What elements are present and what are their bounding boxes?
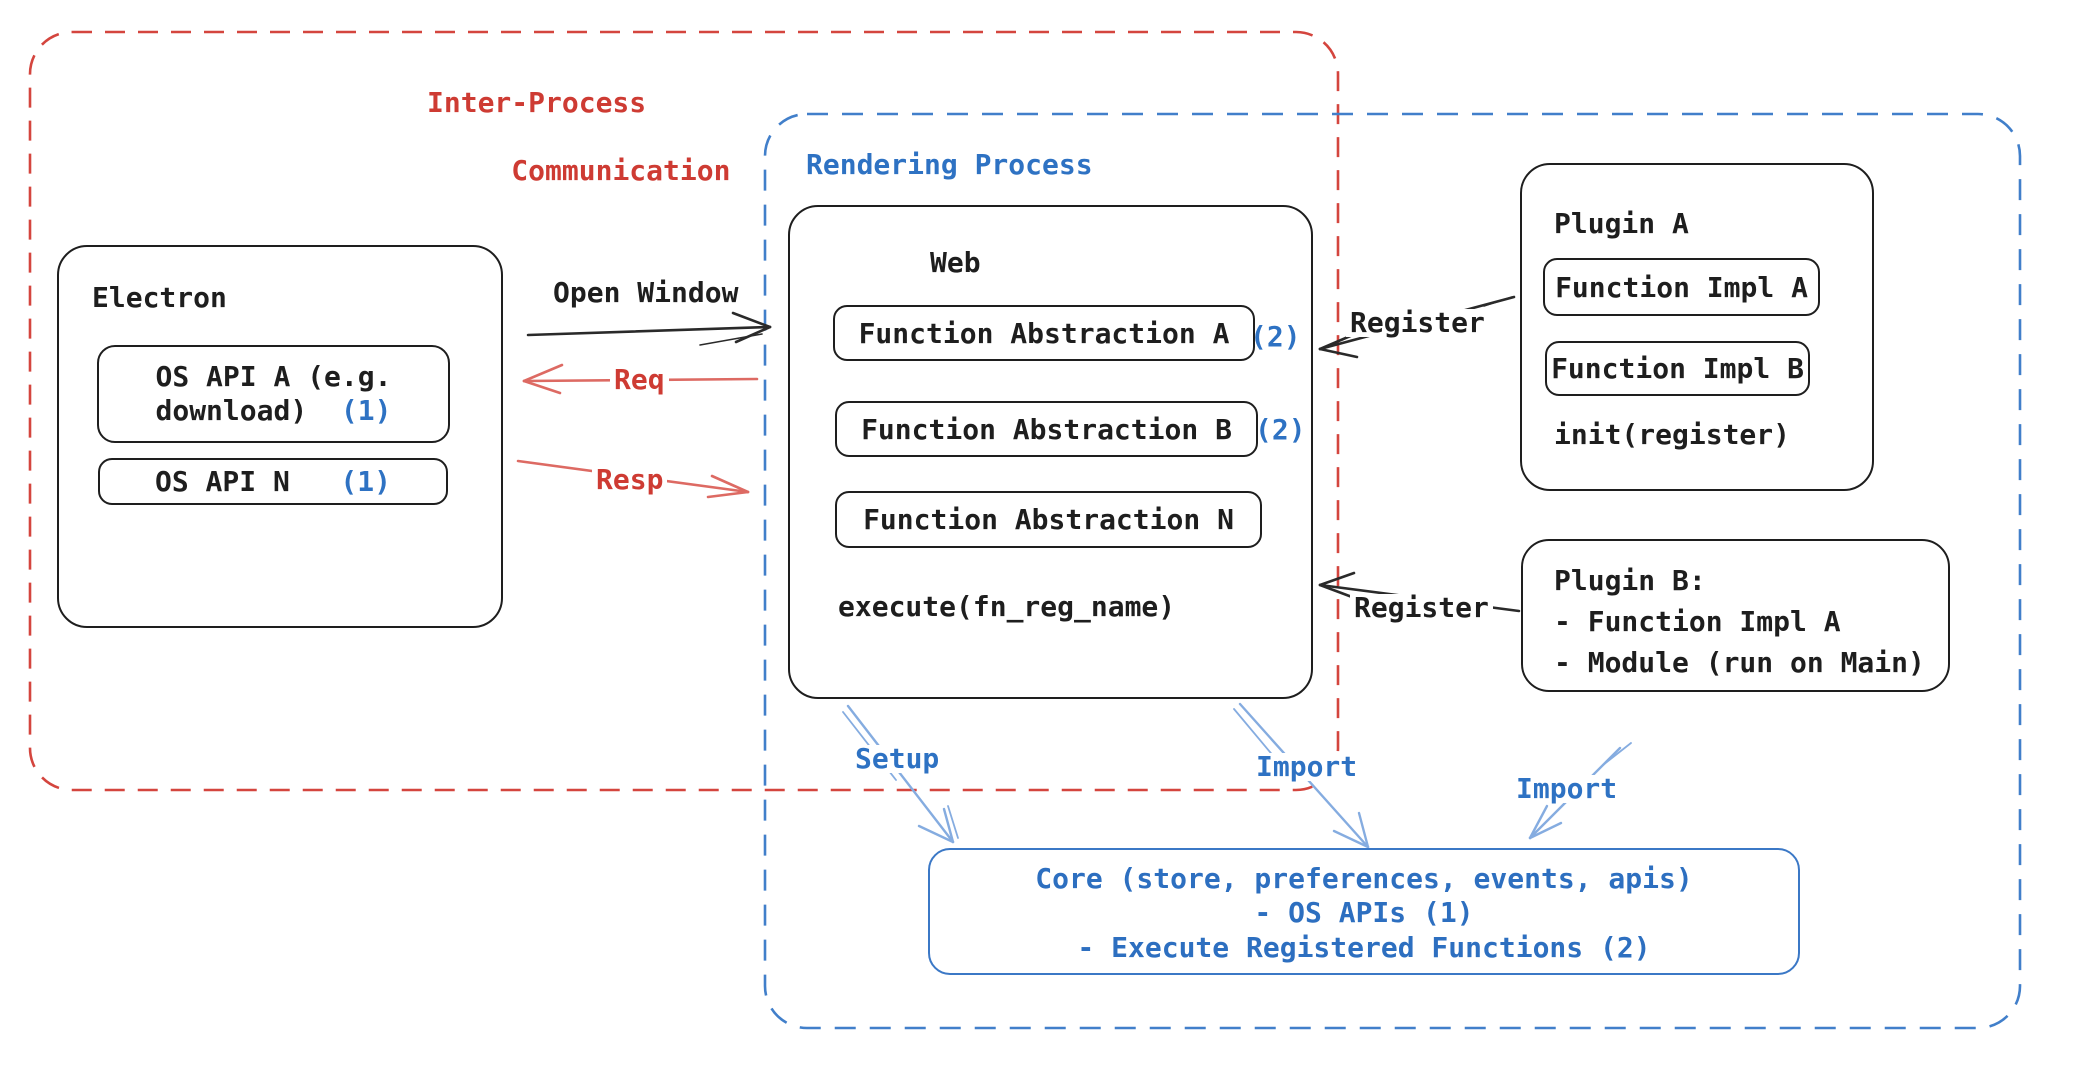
function-impl-a-label: Function Impl A [1555, 270, 1808, 304]
import-web-label: Import [1252, 753, 1362, 781]
register-plugin-a-label: Register [1346, 309, 1489, 337]
function-impl-b-box: Function Impl B [1545, 341, 1810, 396]
plugin-b-item2: - Module (run on Main) [1554, 646, 1925, 679]
core-box: Core (store, preferences, events, apis) … [928, 848, 1800, 975]
function-abstraction-a-box: Function Abstraction A [833, 305, 1255, 361]
setup-label: Setup [851, 745, 944, 773]
os-api-a-badge: (1) [340, 394, 392, 427]
function-abstraction-n-box: Function Abstraction N [835, 491, 1262, 548]
spacer [290, 465, 341, 498]
req-label: Req [610, 366, 669, 394]
function-abstraction-b-badge: (2) [1255, 413, 1306, 446]
os-api-n-box: OS API N (1) [98, 458, 448, 505]
register-plugin-b-label: Register [1350, 594, 1493, 622]
core-line1: Core (store, preferences, events, apis) [1035, 861, 1693, 895]
plugin-b-item1: - Function Impl A [1554, 605, 1841, 638]
function-impl-b-label: Function Impl B [1551, 352, 1804, 385]
function-abstraction-b-label: Function Abstraction B [861, 412, 1232, 446]
resp-label: Resp [592, 466, 668, 494]
electron-title: Electron [92, 281, 227, 314]
os-api-a-line1: OS API A (e.g. [155, 360, 392, 393]
core-line3: - Execute Registered Functions (2) [1077, 930, 1651, 964]
plugin-a-box [1520, 163, 1874, 491]
rendering-region-outline [763, 112, 2022, 1030]
function-abstraction-a-label: Function Abstraction A [858, 316, 1230, 350]
os-api-n-label: OS API N [154, 465, 290, 498]
os-api-n-badge: (1) [340, 465, 391, 498]
os-api-a-box: OS API A (e.g. download) (1) [97, 345, 450, 443]
plugin-b-box [1521, 539, 1950, 692]
execute-label: execute(fn_reg_name) [838, 590, 1176, 623]
plugin-a-title: Plugin A [1554, 207, 1689, 240]
os-api-a-line2: download) (1) [155, 394, 392, 427]
plugin-b-title: Plugin B: [1554, 564, 1706, 597]
plugin-b-text: Plugin B: - Function Impl A - Module (run … [1554, 560, 1925, 724]
rendering-region-label: Rendering Process [806, 148, 1093, 181]
open-window-arrow [526, 311, 772, 346]
spacer [307, 394, 341, 427]
function-abstraction-n-label: Function Abstraction N [863, 503, 1234, 536]
function-abstraction-b-box: Function Abstraction B [835, 401, 1258, 457]
function-impl-a-box: Function Impl A [1543, 258, 1820, 316]
ipc-label-line1: Inter-Process [427, 86, 647, 119]
ipc-region-label: Inter-Process Communication [427, 86, 730, 222]
import-plugin-b-label: Import [1512, 775, 1622, 803]
core-line2: - OS APIs (1) [1254, 896, 1474, 930]
open-window-label: Open Window [553, 276, 739, 309]
function-abstraction-a-badge: (2) [1250, 320, 1301, 353]
ipc-region-outline [28, 30, 1340, 792]
init-register-label: init(register) [1554, 418, 1791, 451]
web-title: Web [930, 246, 981, 279]
ipc-label-line2: Communication [511, 154, 731, 187]
